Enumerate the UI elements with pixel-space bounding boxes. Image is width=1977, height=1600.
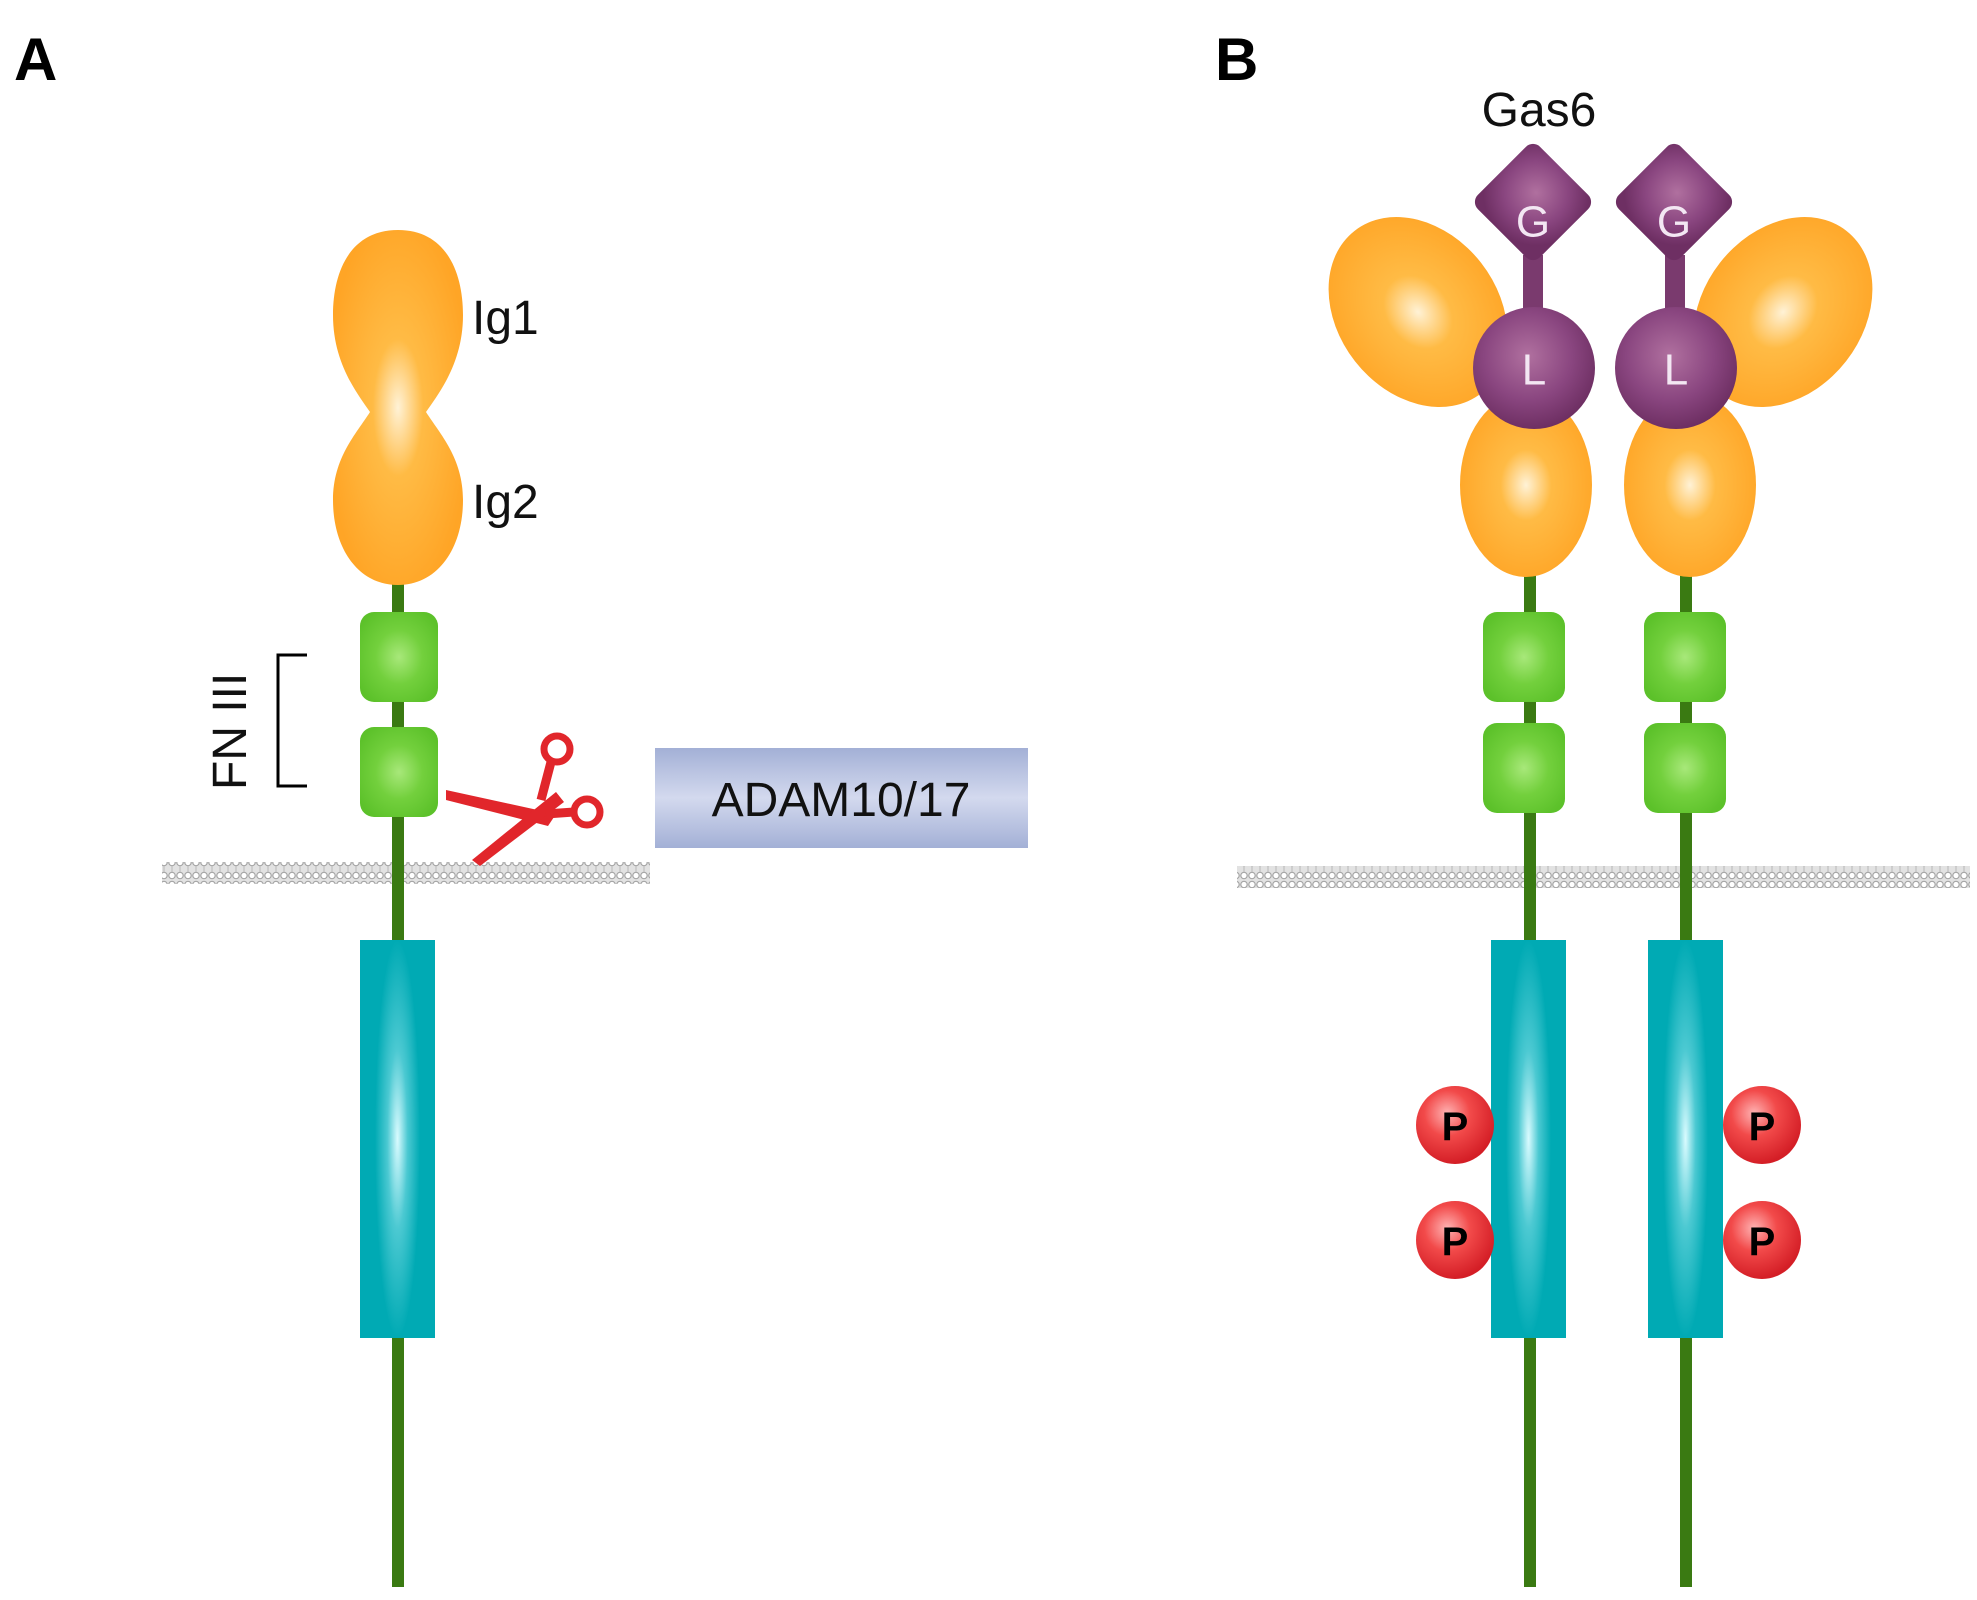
gas6-label: Gas6 xyxy=(1482,84,1597,137)
fn3-domain-2 xyxy=(1644,723,1726,813)
fn3-domain-1 xyxy=(360,612,438,702)
g-domain-letter: G xyxy=(1516,198,1550,247)
phospho-site-left-1: P xyxy=(1416,1086,1494,1164)
panel-label-a: A xyxy=(14,26,57,93)
g-domain xyxy=(1615,143,1733,261)
fn3-bracket xyxy=(276,653,307,788)
gas6-right: G L xyxy=(1615,143,1737,429)
g-domain-letter: G xyxy=(1657,198,1691,247)
receptor-b-right xyxy=(1624,217,1873,1587)
fn3-label: FN III xyxy=(204,673,257,790)
phospho-letter: P xyxy=(1442,1220,1469,1264)
g-domain xyxy=(1474,143,1592,261)
ig1-label: Ig1 xyxy=(472,292,539,345)
ig-domains xyxy=(333,230,463,585)
ligand-linker xyxy=(1665,255,1685,315)
membrane-a xyxy=(162,862,650,884)
fn3-domain-1 xyxy=(1644,612,1726,702)
l-domain-letter: L xyxy=(1664,346,1688,395)
membrane-b xyxy=(1237,866,1970,888)
l-domain xyxy=(1615,307,1737,429)
ligand-linker xyxy=(1523,255,1543,315)
phospho-site-right-2: P xyxy=(1723,1201,1801,1279)
gas6-left: G L xyxy=(1473,143,1595,429)
phospho-letter: P xyxy=(1442,1105,1469,1149)
phospho-site-left-2: P xyxy=(1416,1201,1494,1279)
ig1-domain xyxy=(1328,217,1508,407)
fn3-domain-2 xyxy=(360,727,438,817)
kinase-domain xyxy=(360,940,435,1338)
phospho-letter: P xyxy=(1749,1220,1776,1264)
l-domain xyxy=(1473,307,1595,429)
phospho-letter: P xyxy=(1749,1105,1776,1149)
protease-box: ADAM10/17 xyxy=(655,748,1028,848)
ig2-domain xyxy=(1624,393,1756,577)
ig1-domain xyxy=(1693,217,1873,407)
panel-label-b: B xyxy=(1215,26,1258,93)
ig2-domain xyxy=(1460,393,1592,577)
scissors-icon xyxy=(446,732,604,866)
kinase-domain xyxy=(1648,940,1723,1338)
protease-label: ADAM10/17 xyxy=(712,774,971,827)
ig2-label: Ig2 xyxy=(472,476,539,529)
phospho-site-right-1: P xyxy=(1723,1086,1801,1164)
receptor-a xyxy=(333,230,463,1587)
fn3-domain-1 xyxy=(1483,612,1565,702)
fn3-domain-2 xyxy=(1483,723,1565,813)
kinase-domain xyxy=(1491,940,1566,1338)
l-domain-letter: L xyxy=(1522,346,1546,395)
receptor-b-left xyxy=(1328,217,1592,1587)
